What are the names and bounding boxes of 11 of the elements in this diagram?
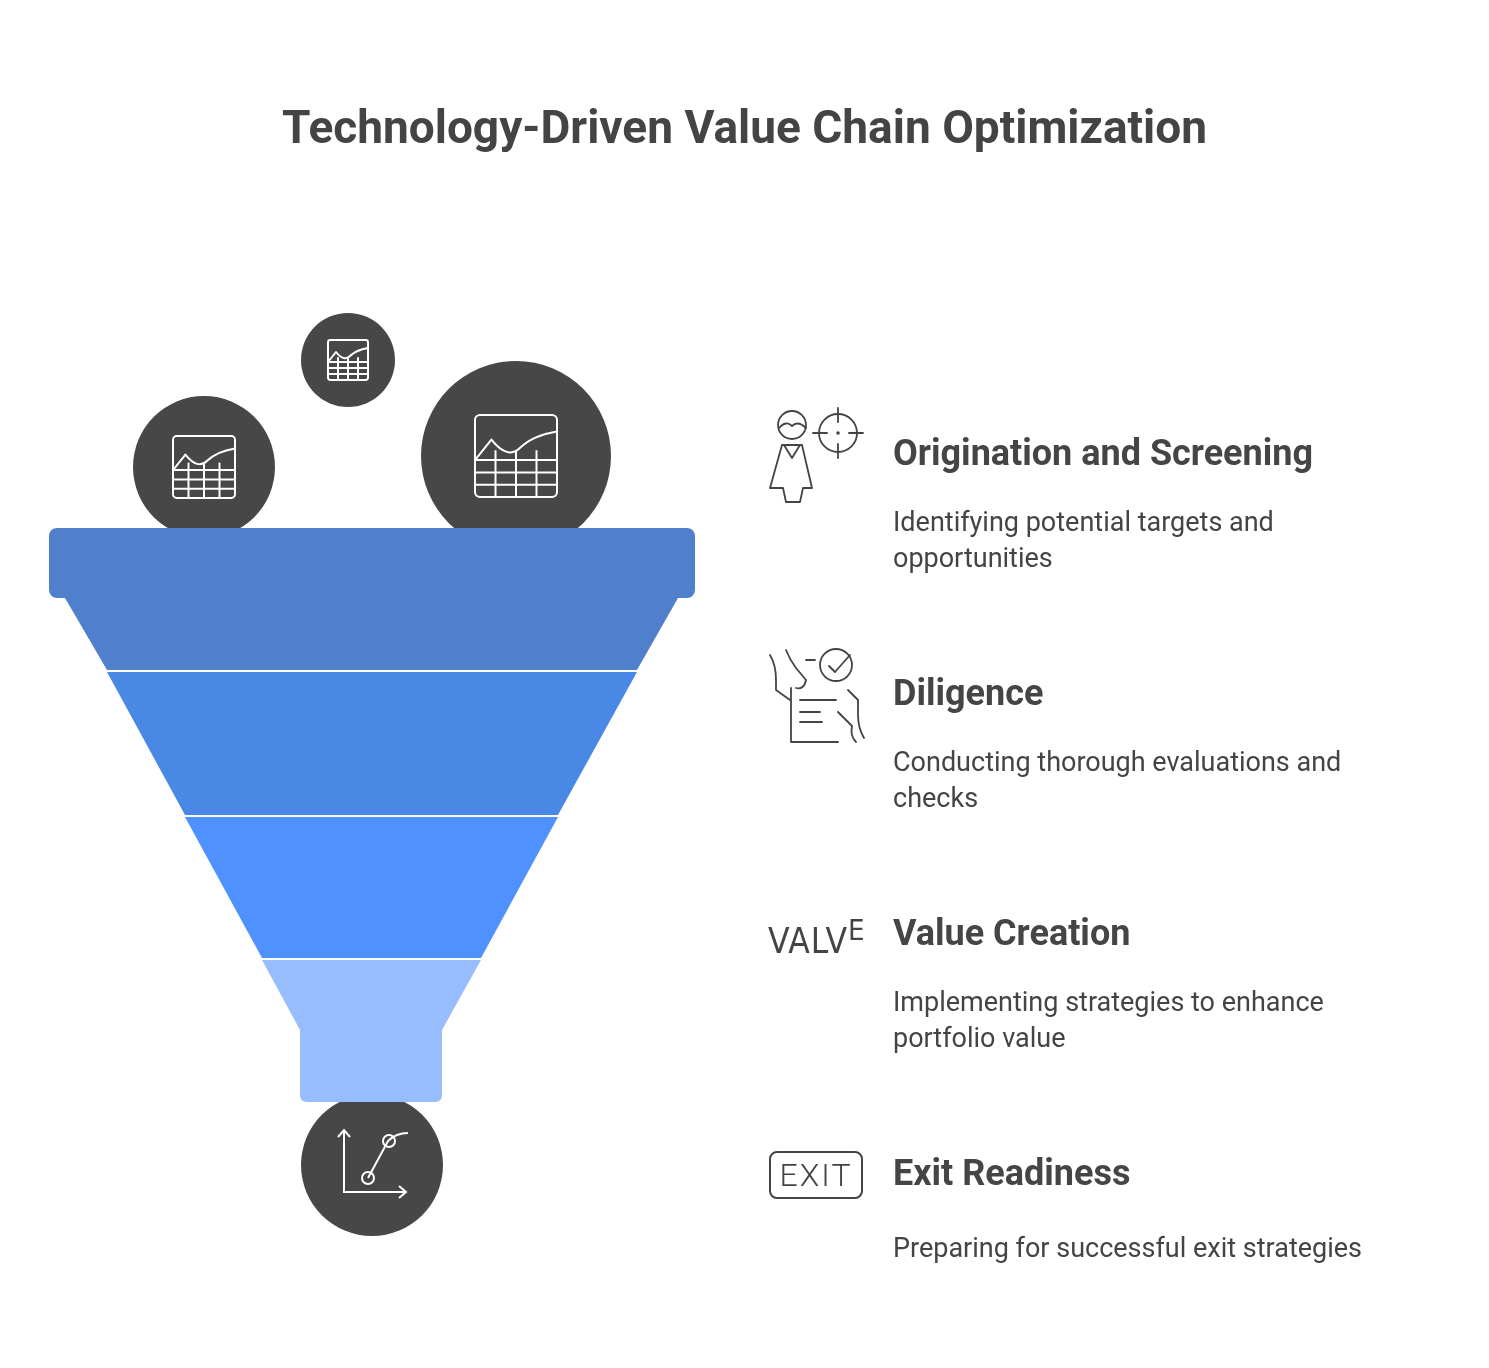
exit-sign-icon: EXIT: [769, 1151, 863, 1199]
step-heading: Origination and Screening: [893, 432, 1313, 474]
step-description: Identifying potential targets and opportunities: [893, 505, 1275, 576]
step-description: Implementing strategies to enhance portfolio value: [893, 985, 1325, 1056]
step-description: Preparing for successful exit strategies: [893, 1231, 1364, 1266]
title: Technology-Driven Value Chain Optimization: [281, 100, 1208, 154]
step-description: Conducting thorough evaluations and checks: [893, 745, 1343, 816]
value-text-icon: VALV$^{E}$: [768, 913, 866, 961]
step-heading: Exit Readiness: [893, 1152, 1131, 1194]
step-heading: Value Creation: [893, 912, 1131, 954]
step-heading: Diligence: [893, 672, 1044, 714]
